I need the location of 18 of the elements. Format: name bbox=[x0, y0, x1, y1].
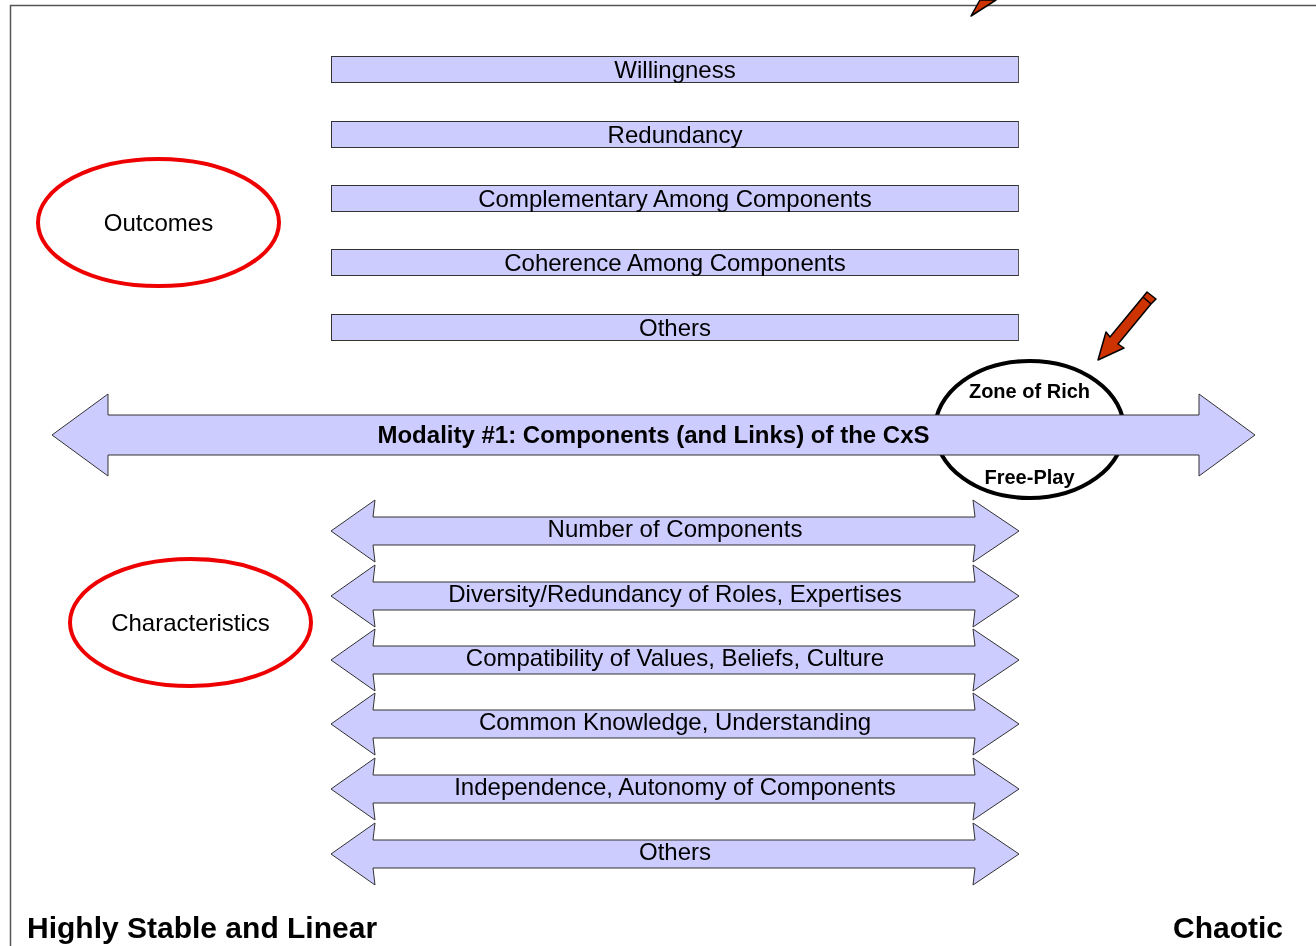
zone-label: Free-Play bbox=[983, 467, 1076, 487]
arrow-label: Common Knowledge, Understanding bbox=[477, 710, 873, 734]
arrow-label: Diversity/Redundancy of Roles, Expertises bbox=[447, 582, 903, 606]
axis-end-label: Highly Stable and Linear bbox=[27, 913, 378, 943]
ellipse-label: Characteristics bbox=[110, 610, 271, 635]
category-bar: Coherence Among Components bbox=[331, 249, 1019, 276]
zone-label: Zone of Rich bbox=[967, 381, 1092, 401]
category-bar: Complementary Among Components bbox=[331, 185, 1019, 212]
category-bar: Others bbox=[331, 314, 1019, 341]
arrow-label: Independence, Autonomy of Components bbox=[453, 775, 897, 799]
category-bar: Redundancy bbox=[331, 121, 1019, 148]
ellipse-label: Outcomes bbox=[102, 210, 215, 235]
category-bar: Willingness bbox=[331, 56, 1019, 83]
axis-end-label: Chaotic bbox=[1173, 913, 1283, 943]
arrow-label: Modality #1: Components (and Links) of the CxS bbox=[376, 423, 931, 447]
arrow-label: Compatibility of Values, Beliefs, Culture bbox=[464, 646, 886, 670]
arrow-label: Number of Components bbox=[546, 517, 804, 541]
arrow-label: Others bbox=[638, 840, 712, 864]
